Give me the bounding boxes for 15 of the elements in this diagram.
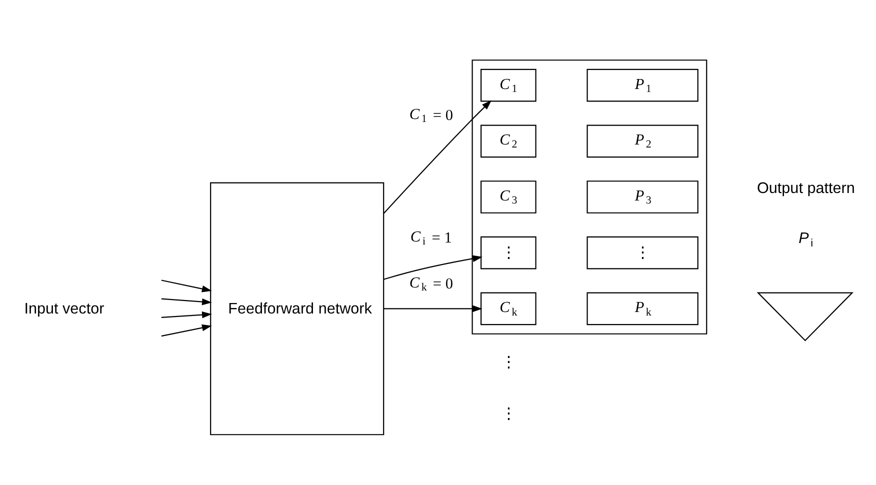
node-label: Output pattern bbox=[756, 179, 854, 196]
node-box: Feedforward network bbox=[210, 182, 384, 435]
arrow bbox=[160, 298, 212, 305]
label: ⋮ bbox=[500, 404, 516, 422]
node-box: ⋮ bbox=[586, 236, 698, 269]
arrow bbox=[160, 310, 212, 318]
arrow bbox=[383, 304, 482, 312]
arrow bbox=[160, 279, 212, 292]
node-box: ⋮ bbox=[480, 236, 536, 269]
node-funnel bbox=[756, 292, 854, 341]
arrow bbox=[160, 324, 212, 336]
arrow bbox=[383, 100, 492, 214]
label: Input vector bbox=[24, 300, 104, 317]
label: ⋮ bbox=[500, 353, 516, 370]
arrow bbox=[383, 254, 482, 280]
